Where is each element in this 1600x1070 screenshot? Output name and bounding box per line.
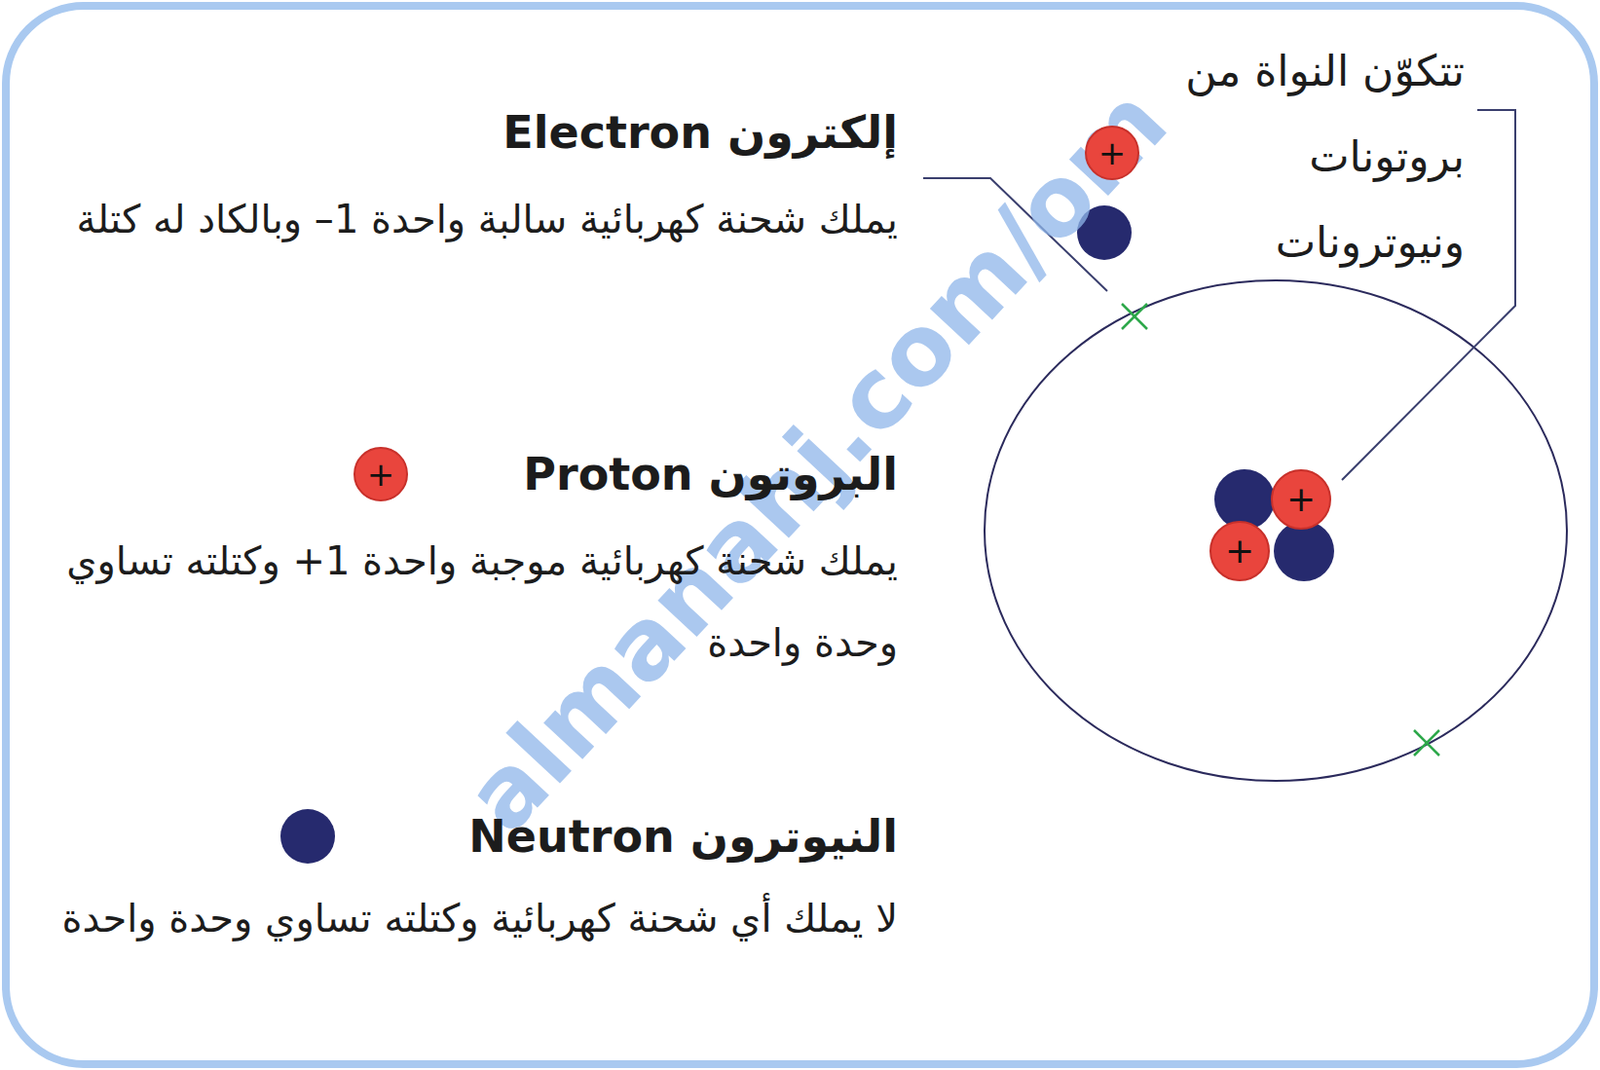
nucleus-note: تتكوّن النواة من بروتونات ونيوترونات (1172, 28, 1465, 286)
frame (5, 5, 1595, 1065)
particle-description: يملك شحنة كهربائية موجبة واحدة 1+ وكتلته… (50, 520, 898, 684)
charge-sign: + (1225, 533, 1255, 569)
charge-sign: + (1098, 136, 1127, 170)
proton-circle: + (353, 446, 409, 502)
particle-description: لا يملك أي شحنة كهربائية وكتلته تساوي وح… (50, 877, 898, 960)
charge-sign: + (367, 457, 396, 491)
particle-description: يملك شحنة كهربائية سالبة واحدة 1– وبالكا… (50, 178, 898, 261)
charge-sign: + (1286, 482, 1316, 518)
electron-symbol (1121, 303, 1440, 756)
particle-heading: البروتون Proton (40, 445, 898, 504)
particle-heading: إلكترون Electron (40, 103, 898, 162)
particle-heading: النيوترون Neutron (40, 807, 898, 866)
neutron-particle (1273, 520, 1335, 582)
electron-orbit (984, 280, 1567, 782)
neutron-key (280, 809, 335, 864)
proton-circle: + (1084, 125, 1140, 181)
proton-circle: + (1270, 469, 1332, 530)
proton-circle: + (1209, 520, 1270, 582)
